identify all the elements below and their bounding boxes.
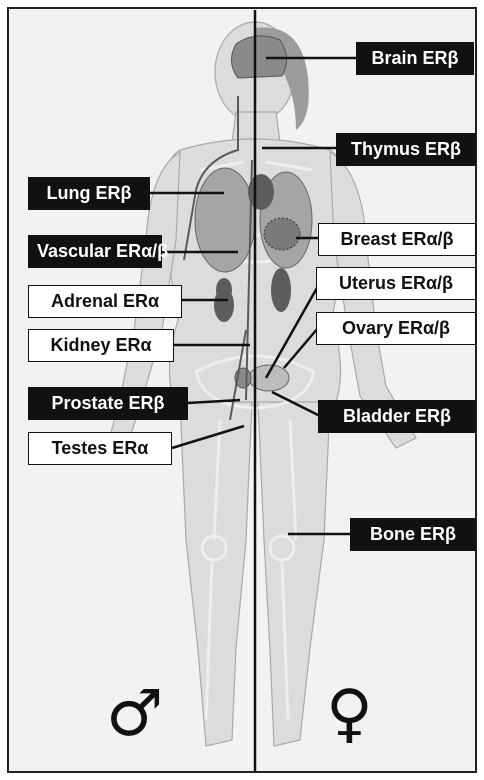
label-ovary: Ovary ERα/β [316,312,476,345]
label-vascular: Vascular ERα/β [28,235,162,268]
label-adrenal: Adrenal ERα [28,285,182,318]
female-symbol-icon: ♀ [326,682,373,746]
label-brain: Brain ERβ [356,42,474,75]
label-bone: Bone ERβ [350,518,476,551]
label-lung: Lung ERβ [28,177,150,210]
label-breast: Breast ERα/β [318,223,476,256]
label-kidney: Kidney ERα [28,329,174,362]
label-testes: Testes ERα [28,432,172,465]
label-bladder: Bladder ERβ [318,400,476,433]
label-prostate: Prostate ERβ [28,387,188,420]
label-thymus: Thymus ERβ [336,133,476,166]
male-symbol-icon: ♂ [106,682,163,746]
label-uterus: Uterus ERα/β [316,267,476,300]
